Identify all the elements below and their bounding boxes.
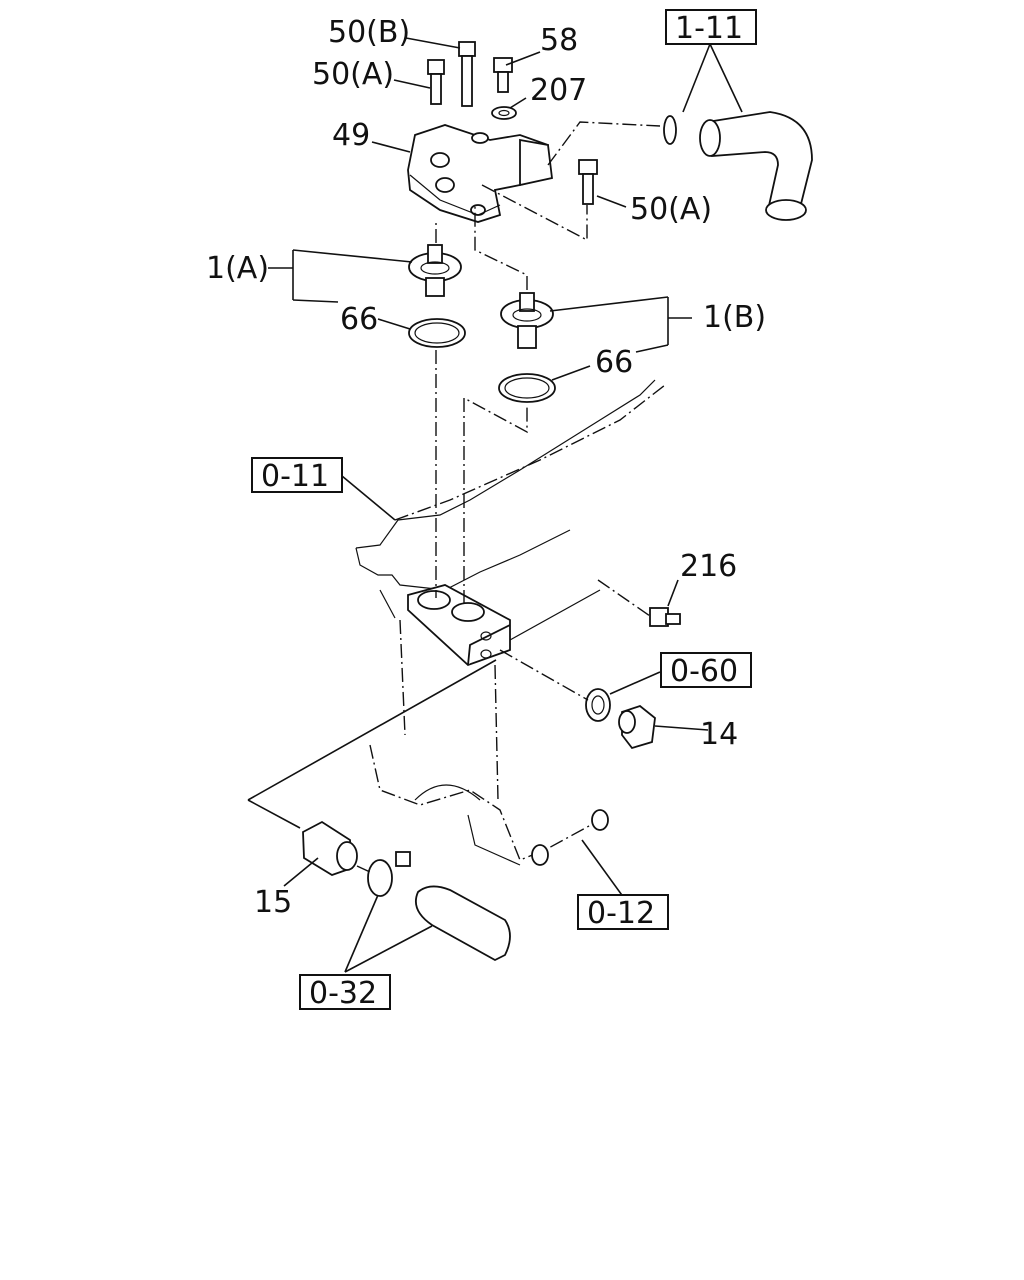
ref-1-11-text: 1-11 (675, 11, 743, 46)
label-66-left: 66 (340, 302, 378, 337)
lower-hose (414, 885, 511, 962)
gasket-66-right (498, 373, 556, 403)
ref-box-0-11[interactable]: 0-11 (251, 457, 343, 494)
label-49: 49 (332, 118, 370, 153)
label-216: 216 (680, 549, 737, 584)
label-207: 207 (530, 73, 587, 108)
ref-box-0-32[interactable]: 0-32 (299, 974, 391, 1011)
plug-14 (618, 704, 656, 750)
engine-block (355, 379, 666, 866)
bolt-50a-top (427, 59, 445, 105)
ref-0-12-text: 0-12 (587, 896, 655, 931)
thermostat-housing-49 (407, 124, 553, 223)
bolt-50a-right (578, 159, 598, 205)
label-1b: 1(B) (703, 300, 766, 335)
label-50a-right: 50(A) (630, 192, 712, 227)
ref-box-0-60[interactable]: 0-60 (660, 652, 752, 689)
sensor-216 (649, 607, 681, 627)
label-50b: 50(B) (328, 15, 410, 50)
label-58: 58 (540, 23, 578, 58)
bolt-58 (493, 57, 513, 93)
leader-lines (247, 37, 743, 973)
bolt-50b (458, 41, 476, 107)
label-66-right: 66 (595, 345, 633, 380)
thermostat-1a (408, 244, 462, 297)
hose-clamp (367, 851, 411, 897)
fitting-15 (302, 820, 358, 876)
ref-box-0-12[interactable]: 0-12 (577, 894, 669, 931)
water-hose (663, 111, 813, 221)
thermostat-1b (500, 292, 554, 349)
ref-box-1-11[interactable]: 1-11 (665, 9, 757, 46)
gasket-ring-0-60 (585, 688, 611, 722)
ref-0-32-text: 0-32 (309, 976, 377, 1011)
label-14: 14 (700, 717, 738, 752)
ref-0-60-text: 0-60 (670, 654, 738, 689)
connection-lines (356, 121, 661, 873)
ref-0-11-text: 0-11 (261, 459, 329, 494)
label-1a: 1(A) (206, 251, 269, 286)
washer-207 (491, 106, 517, 120)
label-15: 15 (254, 885, 292, 920)
gasket-66-left (408, 318, 466, 348)
label-50a-top: 50(A) (312, 57, 394, 92)
